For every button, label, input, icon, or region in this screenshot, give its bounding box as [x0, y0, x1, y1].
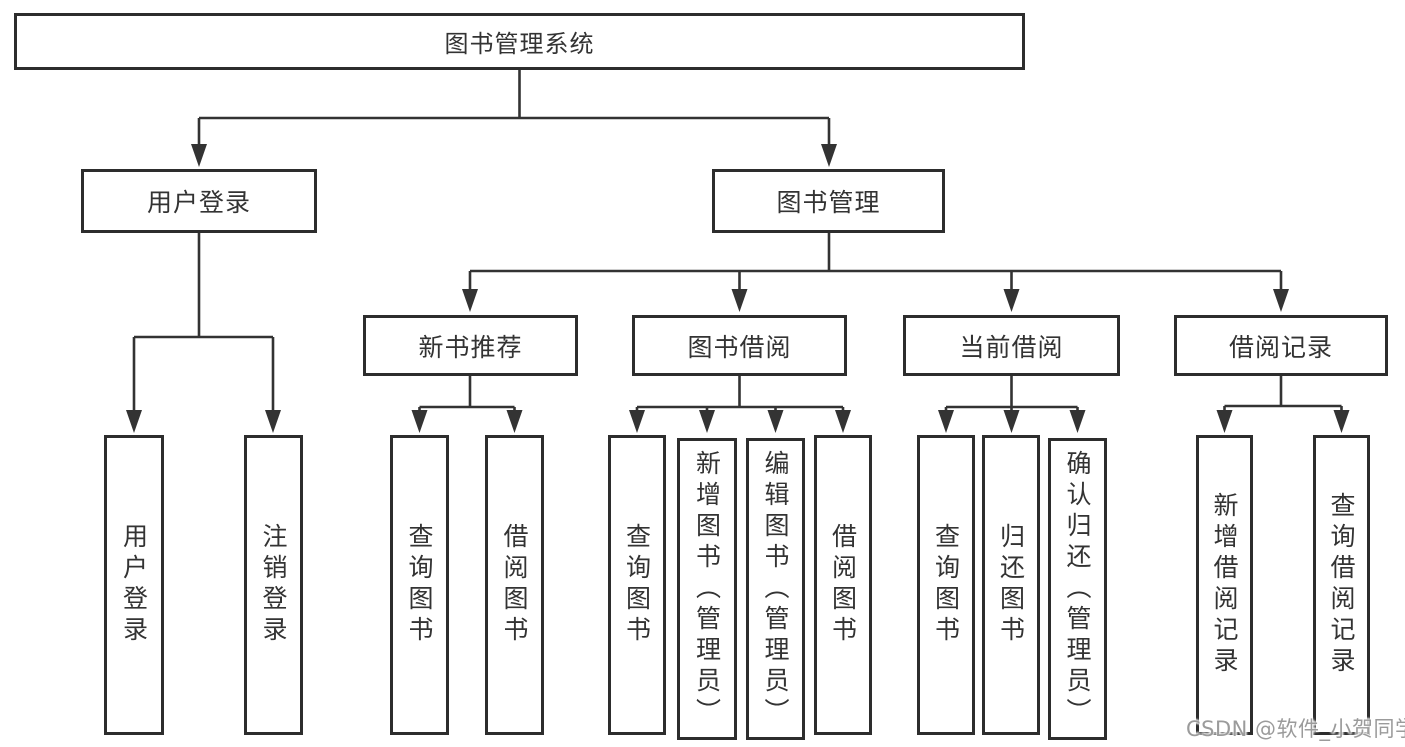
leaf-borrow-books: 借阅图书 [814, 435, 872, 735]
node-current-borrowing: 当前借阅 [903, 315, 1120, 376]
node-label: 图书管理 [776, 188, 881, 217]
node-label: 归还图书 [996, 523, 1026, 647]
node-label: 查询图书 [931, 523, 961, 647]
leaf-logout: 注销登录 [244, 435, 303, 735]
node-book-borrowing: 图书借阅 [632, 315, 847, 376]
leaf-return-books: 归还图书 [982, 435, 1040, 735]
leaf-query-books-recommend: 查询图书 [390, 435, 449, 735]
leaf-add-books-admin: 新增图书（管理员） [677, 438, 737, 740]
node-label: 确认归还（管理员） [1063, 449, 1092, 729]
leaf-query-books-current: 查询图书 [917, 435, 975, 735]
node-borrow-records: 借阅记录 [1174, 315, 1388, 376]
node-label: 新增借阅记录 [1210, 492, 1239, 678]
leaf-query-borrow-record: 查询借阅记录 [1313, 435, 1370, 735]
node-label: 图书借阅 [687, 332, 792, 362]
node-label: 编辑图书（管理员） [761, 449, 790, 729]
node-label: 查询借阅记录 [1327, 492, 1356, 678]
node-label: 用户登录 [119, 523, 149, 647]
node-label: 当前借阅 [959, 332, 1064, 362]
node-label: 新书推荐 [418, 332, 523, 362]
leaf-confirm-return-admin: 确认归还（管理员） [1048, 438, 1107, 740]
node-user-login: 用户登录 [81, 169, 317, 233]
node-book-management: 图书管理 [712, 169, 945, 233]
node-label: 借阅图书 [500, 523, 529, 647]
node-label: 新增图书（管理员） [692, 449, 722, 729]
leaf-borrow-books-recommend: 借阅图书 [485, 435, 544, 735]
leaf-query-books-borrowing: 查询图书 [608, 435, 666, 735]
node-label: 查询图书 [405, 523, 434, 647]
node-label: 注销登录 [259, 523, 288, 647]
csdn-watermark: CSDN @软件_小贺同学 [1186, 717, 1405, 741]
leaf-add-borrow-record: 新增借阅记录 [1196, 435, 1253, 735]
node-new-book-recommend: 新书推荐 [363, 315, 578, 376]
node-label: 借阅图书 [828, 523, 858, 647]
node-library-management-system: 图书管理系统 [14, 13, 1025, 70]
leaf-user-login: 用户登录 [104, 435, 164, 735]
node-label: 借阅记录 [1228, 332, 1333, 362]
node-label: 用户登录 [146, 188, 251, 217]
node-label: 图书管理系统 [444, 30, 595, 58]
leaf-edit-books-admin: 编辑图书（管理员） [746, 438, 805, 740]
node-label: 查询图书 [622, 523, 652, 647]
